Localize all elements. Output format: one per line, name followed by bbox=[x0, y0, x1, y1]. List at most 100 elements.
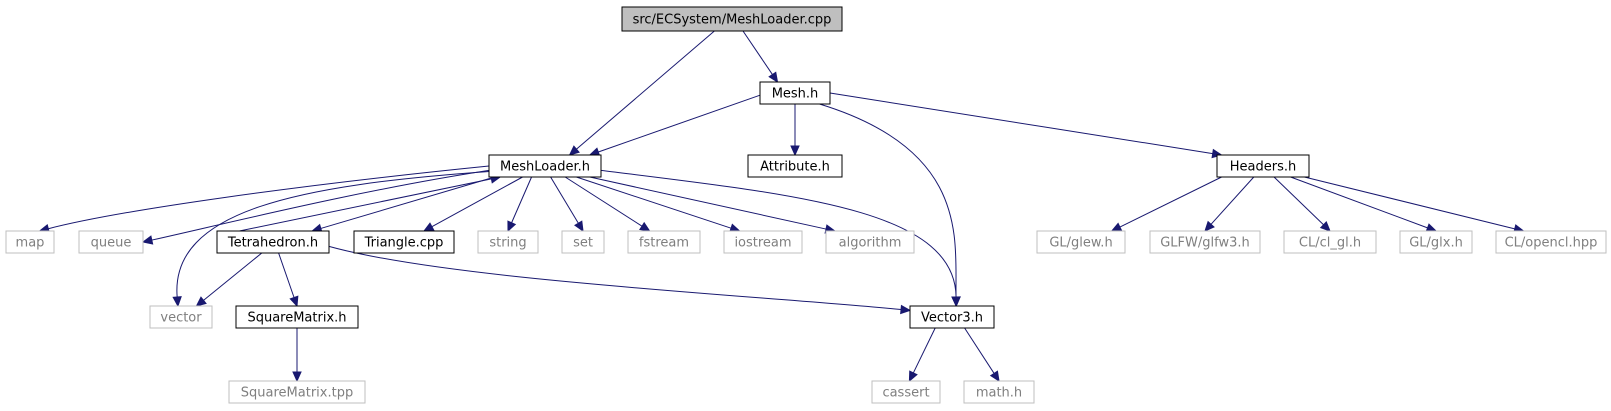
edge-line bbox=[576, 30, 715, 150]
edge-mesh-h-to-meshloader-h bbox=[588, 94, 761, 157]
node-meshloader-h[interactable]: MeshLoader.h bbox=[488, 154, 602, 178]
edge-line bbox=[1119, 176, 1222, 228]
node-headers-h[interactable]: Headers.h bbox=[1216, 154, 1310, 178]
node-attribute-h[interactable]: Attribute.h bbox=[747, 154, 843, 178]
node-mesh-h[interactable]: Mesh.h bbox=[759, 81, 831, 105]
arrowhead-icon bbox=[790, 145, 800, 157]
node-label: Mesh.h bbox=[772, 87, 819, 102]
node-string: string bbox=[477, 230, 539, 254]
node-label: Attribute.h bbox=[760, 160, 830, 175]
node-gl-glx-h: GL/glx.h bbox=[1399, 230, 1473, 254]
node-label: set bbox=[573, 236, 593, 251]
node-box bbox=[477, 230, 539, 254]
node-math-h: math.h bbox=[963, 380, 1035, 404]
node-box bbox=[909, 305, 995, 329]
arrowhead-icon bbox=[900, 304, 912, 315]
arrowhead-icon bbox=[195, 296, 207, 307]
edge-meshloader-h-to-vector3-h bbox=[600, 169, 961, 308]
node-box bbox=[216, 230, 330, 254]
edge-line bbox=[431, 176, 523, 228]
node-label: src/ECSystem/MeshLoader.cpp bbox=[633, 13, 832, 28]
arrowhead-icon bbox=[292, 371, 302, 383]
edge-line bbox=[320, 176, 495, 229]
node-label: Triangle.cpp bbox=[364, 236, 444, 251]
node-box bbox=[235, 305, 359, 329]
node-squarematrix-tpp: SquareMatrix.tpp bbox=[228, 380, 366, 404]
edge-headers-h-to-cl-opencl-hpp bbox=[1304, 176, 1525, 234]
node-box bbox=[353, 230, 455, 254]
node-triangle-cpp[interactable]: Triangle.cpp bbox=[353, 230, 455, 254]
edge-headers-h-to-cl-cl-gl-h bbox=[1273, 176, 1331, 232]
edge-line bbox=[564, 176, 643, 227]
edge-squarematrix-h-to-squarematrix-tpp bbox=[292, 328, 302, 383]
node-label: GL/glew.h bbox=[1049, 236, 1112, 251]
arrowhead-icon bbox=[1319, 220, 1331, 232]
node-label: math.h bbox=[976, 386, 1022, 401]
node-set: set bbox=[561, 230, 605, 254]
edge-line bbox=[1210, 176, 1255, 225]
node-box bbox=[1149, 230, 1261, 254]
nodes-layer: src/ECSystem/MeshLoader.cppMesh.hMeshLoa… bbox=[5, 6, 1607, 404]
node-box bbox=[723, 230, 803, 254]
edge-line bbox=[278, 252, 295, 298]
node-cl-opencl-hpp: CL/opencl.hpp bbox=[1495, 230, 1607, 254]
arrowhead-icon bbox=[989, 370, 1000, 383]
edge-tetrahedron-h-to-vector3-h bbox=[328, 245, 912, 315]
node-label: fstream bbox=[639, 236, 689, 251]
edge-line bbox=[550, 176, 579, 224]
node-iostream: iostream bbox=[723, 230, 803, 254]
edge-line bbox=[203, 252, 263, 301]
arrowhead-icon bbox=[141, 235, 154, 245]
edge-headers-h-to-gl-glx-h bbox=[1290, 176, 1438, 233]
node-box bbox=[149, 305, 213, 329]
node-box bbox=[1399, 230, 1473, 254]
node-box bbox=[747, 154, 843, 178]
edge-line bbox=[511, 176, 533, 223]
arrowhead-icon bbox=[908, 370, 918, 383]
edge-tetrahedron-h-to-squarematrix-h bbox=[278, 252, 299, 308]
edges-layer bbox=[38, 30, 1525, 383]
node-vector: vector bbox=[149, 305, 213, 329]
node-label: iostream bbox=[734, 236, 791, 251]
node-box bbox=[488, 154, 602, 178]
node-box bbox=[1036, 230, 1126, 254]
edge-line bbox=[48, 165, 490, 230]
node-algorithm: algorithm bbox=[825, 230, 915, 254]
arrowhead-icon bbox=[507, 220, 517, 233]
arrowhead-icon bbox=[574, 220, 584, 233]
node-root[interactable]: src/ECSystem/MeshLoader.cpp bbox=[621, 6, 843, 32]
node-label: queue bbox=[91, 236, 132, 251]
edge-line bbox=[176, 171, 490, 298]
edge-meshloader-h-to-tetrahedron-h bbox=[311, 176, 495, 233]
edge-headers-h-to-gl-glew-h bbox=[1110, 176, 1222, 232]
node-label: algorithm bbox=[839, 236, 902, 251]
node-box bbox=[825, 230, 915, 254]
node-map: map bbox=[5, 230, 55, 254]
edge-meshloader-h-to-set bbox=[550, 176, 584, 233]
node-label: MeshLoader.h bbox=[500, 160, 590, 175]
arrowhead-icon bbox=[1204, 220, 1215, 232]
edge-line bbox=[576, 176, 732, 229]
edge-meshloader-h-to-string bbox=[507, 176, 533, 233]
node-label: Tetrahedron.h bbox=[227, 236, 318, 251]
node-fstream: fstream bbox=[627, 230, 701, 254]
edge-meshloader-h-to-fstream bbox=[564, 176, 651, 232]
node-label: cassert bbox=[882, 386, 929, 401]
node-glfw-glfw3-h: GLFW/glfw3.h bbox=[1149, 230, 1261, 254]
node-tetrahedron-h[interactable]: Tetrahedron.h bbox=[216, 230, 330, 254]
node-vector3-h[interactable]: Vector3.h bbox=[909, 305, 995, 329]
node-label: CL/opencl.hpp bbox=[1505, 236, 1598, 251]
node-box bbox=[871, 380, 941, 404]
arrowhead-icon bbox=[1425, 223, 1438, 233]
edge-line bbox=[829, 92, 1213, 155]
node-box bbox=[963, 380, 1035, 404]
edge-line bbox=[589, 176, 827, 230]
arrowhead-icon bbox=[172, 296, 182, 308]
node-squarematrix-h[interactable]: SquareMatrix.h bbox=[235, 305, 359, 329]
edge-headers-h-to-glfw-glfw3-h bbox=[1204, 176, 1255, 232]
edge-line bbox=[1304, 176, 1515, 230]
node-label: vector bbox=[160, 311, 202, 326]
edge-line bbox=[239, 178, 492, 232]
node-cl-cl-gl-h: CL/cl_gl.h bbox=[1283, 230, 1377, 254]
edge-line bbox=[598, 94, 761, 153]
